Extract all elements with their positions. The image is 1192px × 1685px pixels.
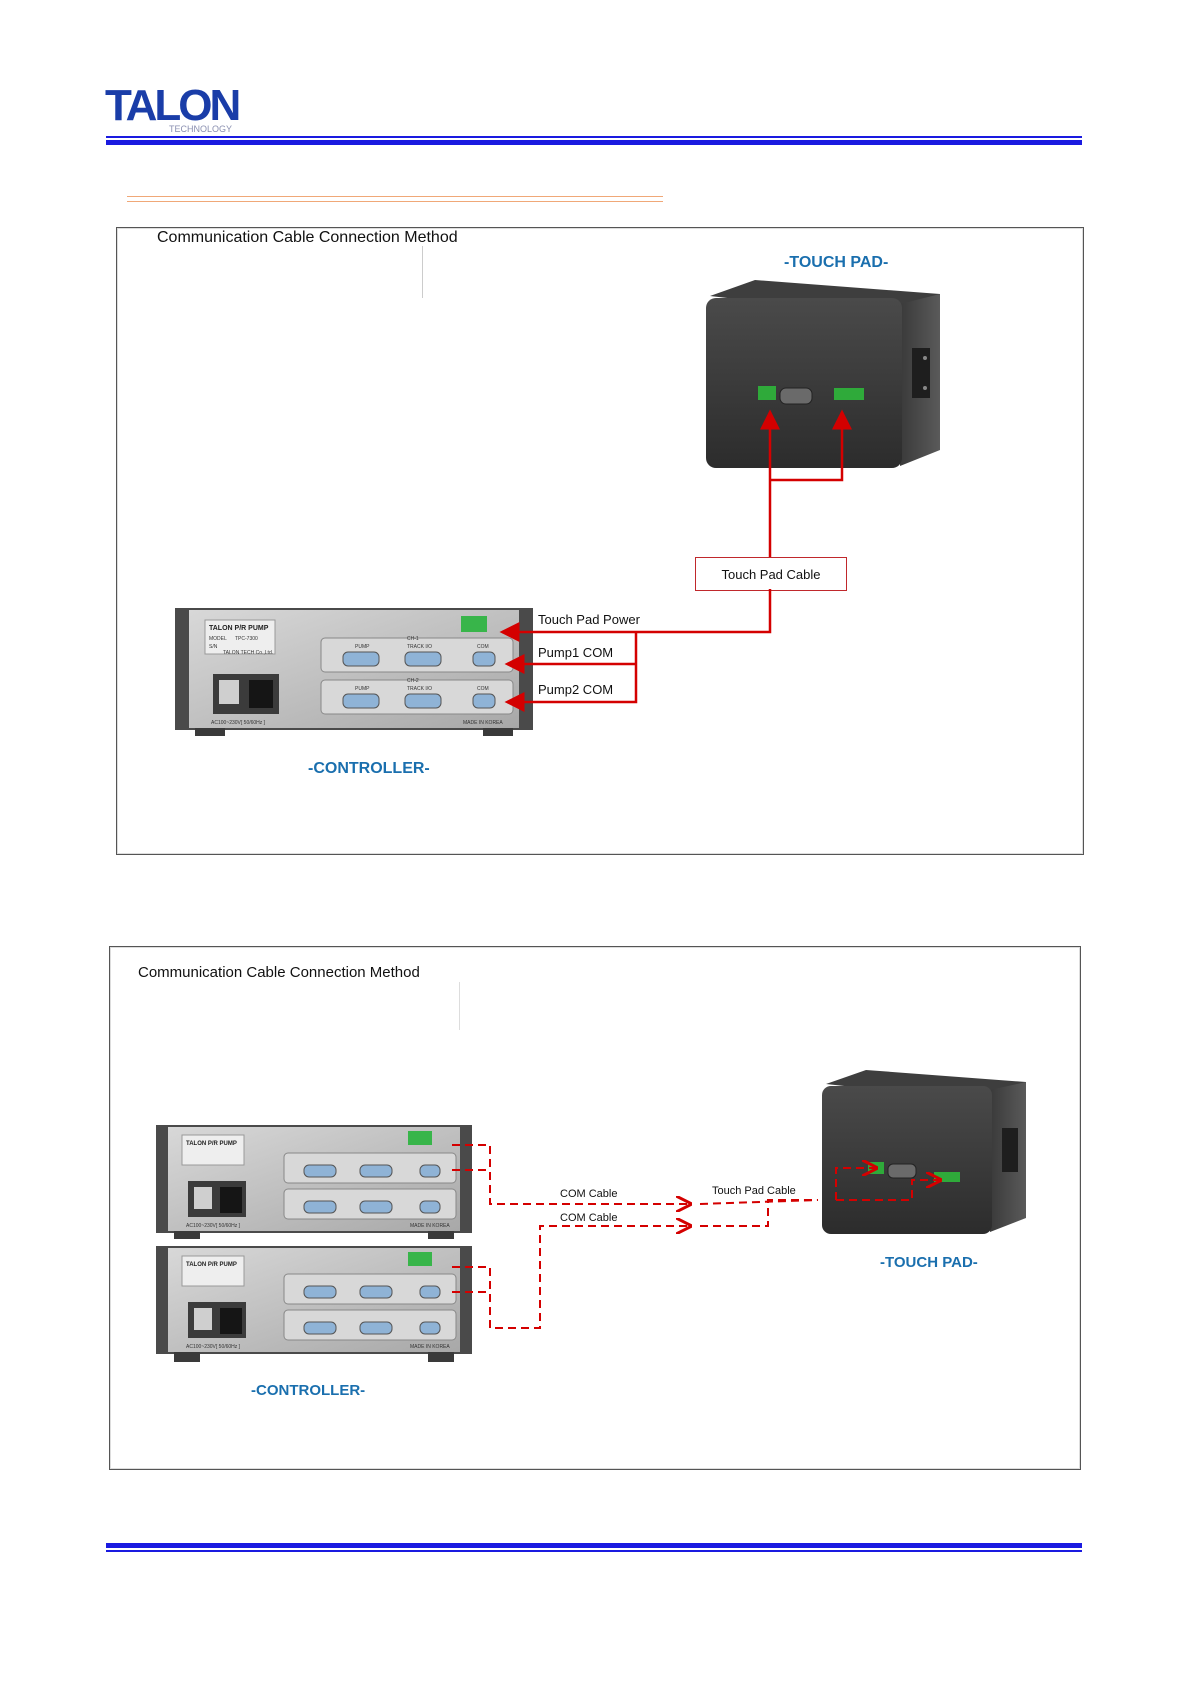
com-cable-lower [452,1226,690,1329]
diagram1-title: Communication Cable Connection Method [157,229,458,246]
diagram2-title: Communication Cable Connection Method [138,964,420,981]
terminal-block-right [834,388,864,400]
unit-model: TPC-7300 [235,636,258,642]
unit-origin: MADE IN KOREA [410,1223,450,1229]
cable-to-right-terminal [770,409,852,482]
power-terminal [461,616,487,632]
controller-unit-1: TALON P/R PUMP MODEL TPC-7300 S/N TALON … [175,608,533,736]
section-underline [127,196,663,202]
cable-paths-1 [499,409,852,712]
com-port [779,387,813,405]
touch-pad-power-label: Touch Pad Power [538,612,640,627]
ch2-label: CH-2 [407,678,419,684]
diagram-panel-1 [116,227,1084,855]
unit-origin: MADE IN KOREA [463,720,503,726]
port-track-label: TRACK I/O [407,644,432,650]
touch-pad-cable-left-term [835,1168,876,1200]
unit-company: TALON TECH Co.,Ltd. [223,650,273,656]
port-com-label: COM [477,644,489,650]
pump1-com-label: Pump1 COM [538,645,614,660]
footer-rule-lines [106,1543,1082,1552]
diagram2-touch-pad-cable-label: Touch Pad Cable [712,1185,796,1197]
port-track-label: TRACK I/O [407,686,432,692]
unit-power-rating: AC100~230V[ 50/60Hz ] [186,1344,241,1350]
port-pump-label: PUMP [355,686,370,692]
footer-rule [106,1543,1082,1552]
pump2-com-label: Pump2 COM [538,682,614,697]
unit-brand: TALON P/R PUMP [209,625,269,632]
talon-logo-mark: TALON TECHNOLOGY [105,81,241,134]
diagram-panel-2 [109,946,1081,1470]
com-cable-upper [452,1144,690,1204]
diagram1-controller-label: -CONTROLLER- [308,760,430,777]
terminal-block-left [758,386,776,400]
touch-pad-device-2 [822,1070,1026,1234]
diagram2-controller-label: -CONTROLLER- [251,1382,366,1399]
divider-line [459,982,460,1030]
touch-pad-cable-label: Touch Pad Cable [721,566,821,582]
touch-pad-device-1 [706,280,940,468]
logo-text: TALON [105,81,238,130]
touch-pad-cable-join [699,1199,819,1205]
diagram1-touch-pad-label: -TOUCH PAD- [784,254,889,271]
header-rule-lines [106,136,1082,145]
unit-serial-label: S/N [209,644,218,650]
diagram2-touch-pad-label: -TOUCH PAD- [880,1254,978,1271]
unit-power-rating: AC100~230V[ 50/60Hz ] [186,1223,241,1229]
cable-touch-pad-power [499,589,772,642]
unit-origin: MADE IN KOREA [410,1344,450,1350]
touch-pad-cable-right-term [836,1180,940,1201]
controller-unit-2b: TALON P/R PUMP AC100~230V[ 50/60Hz ] MAD… [156,1246,472,1362]
unit-power-rating: AC100~230V[ 50/60Hz ] [211,720,266,726]
controller-unit-2a: TALON P/R PUMP AC100~230V[ 50/60Hz ] MAD… [156,1125,472,1239]
cable-pump2-com [504,632,638,712]
com-cable-label-1: COM Cable [560,1188,618,1200]
com-cable-label-2: COM Cable [560,1212,618,1224]
unit-model-label: MODEL [209,636,227,642]
talon-logo: TALON TECHNOLOGY [105,80,245,134]
divider-line [422,246,423,298]
unit-brand: TALON P/R PUMP [186,1141,237,1147]
touch-pad-cable-box: Touch Pad Cable [695,557,847,591]
cable-paths-2 [452,1144,940,1329]
header-rule [106,136,1082,145]
unit-brand: TALON P/R PUMP [186,1262,237,1268]
logo-subtext: TECHNOLOGY [169,124,232,134]
port-pump-label: PUMP [355,644,370,650]
ch1-label: CH-1 [407,636,419,642]
port-com-label: COM [477,686,489,692]
